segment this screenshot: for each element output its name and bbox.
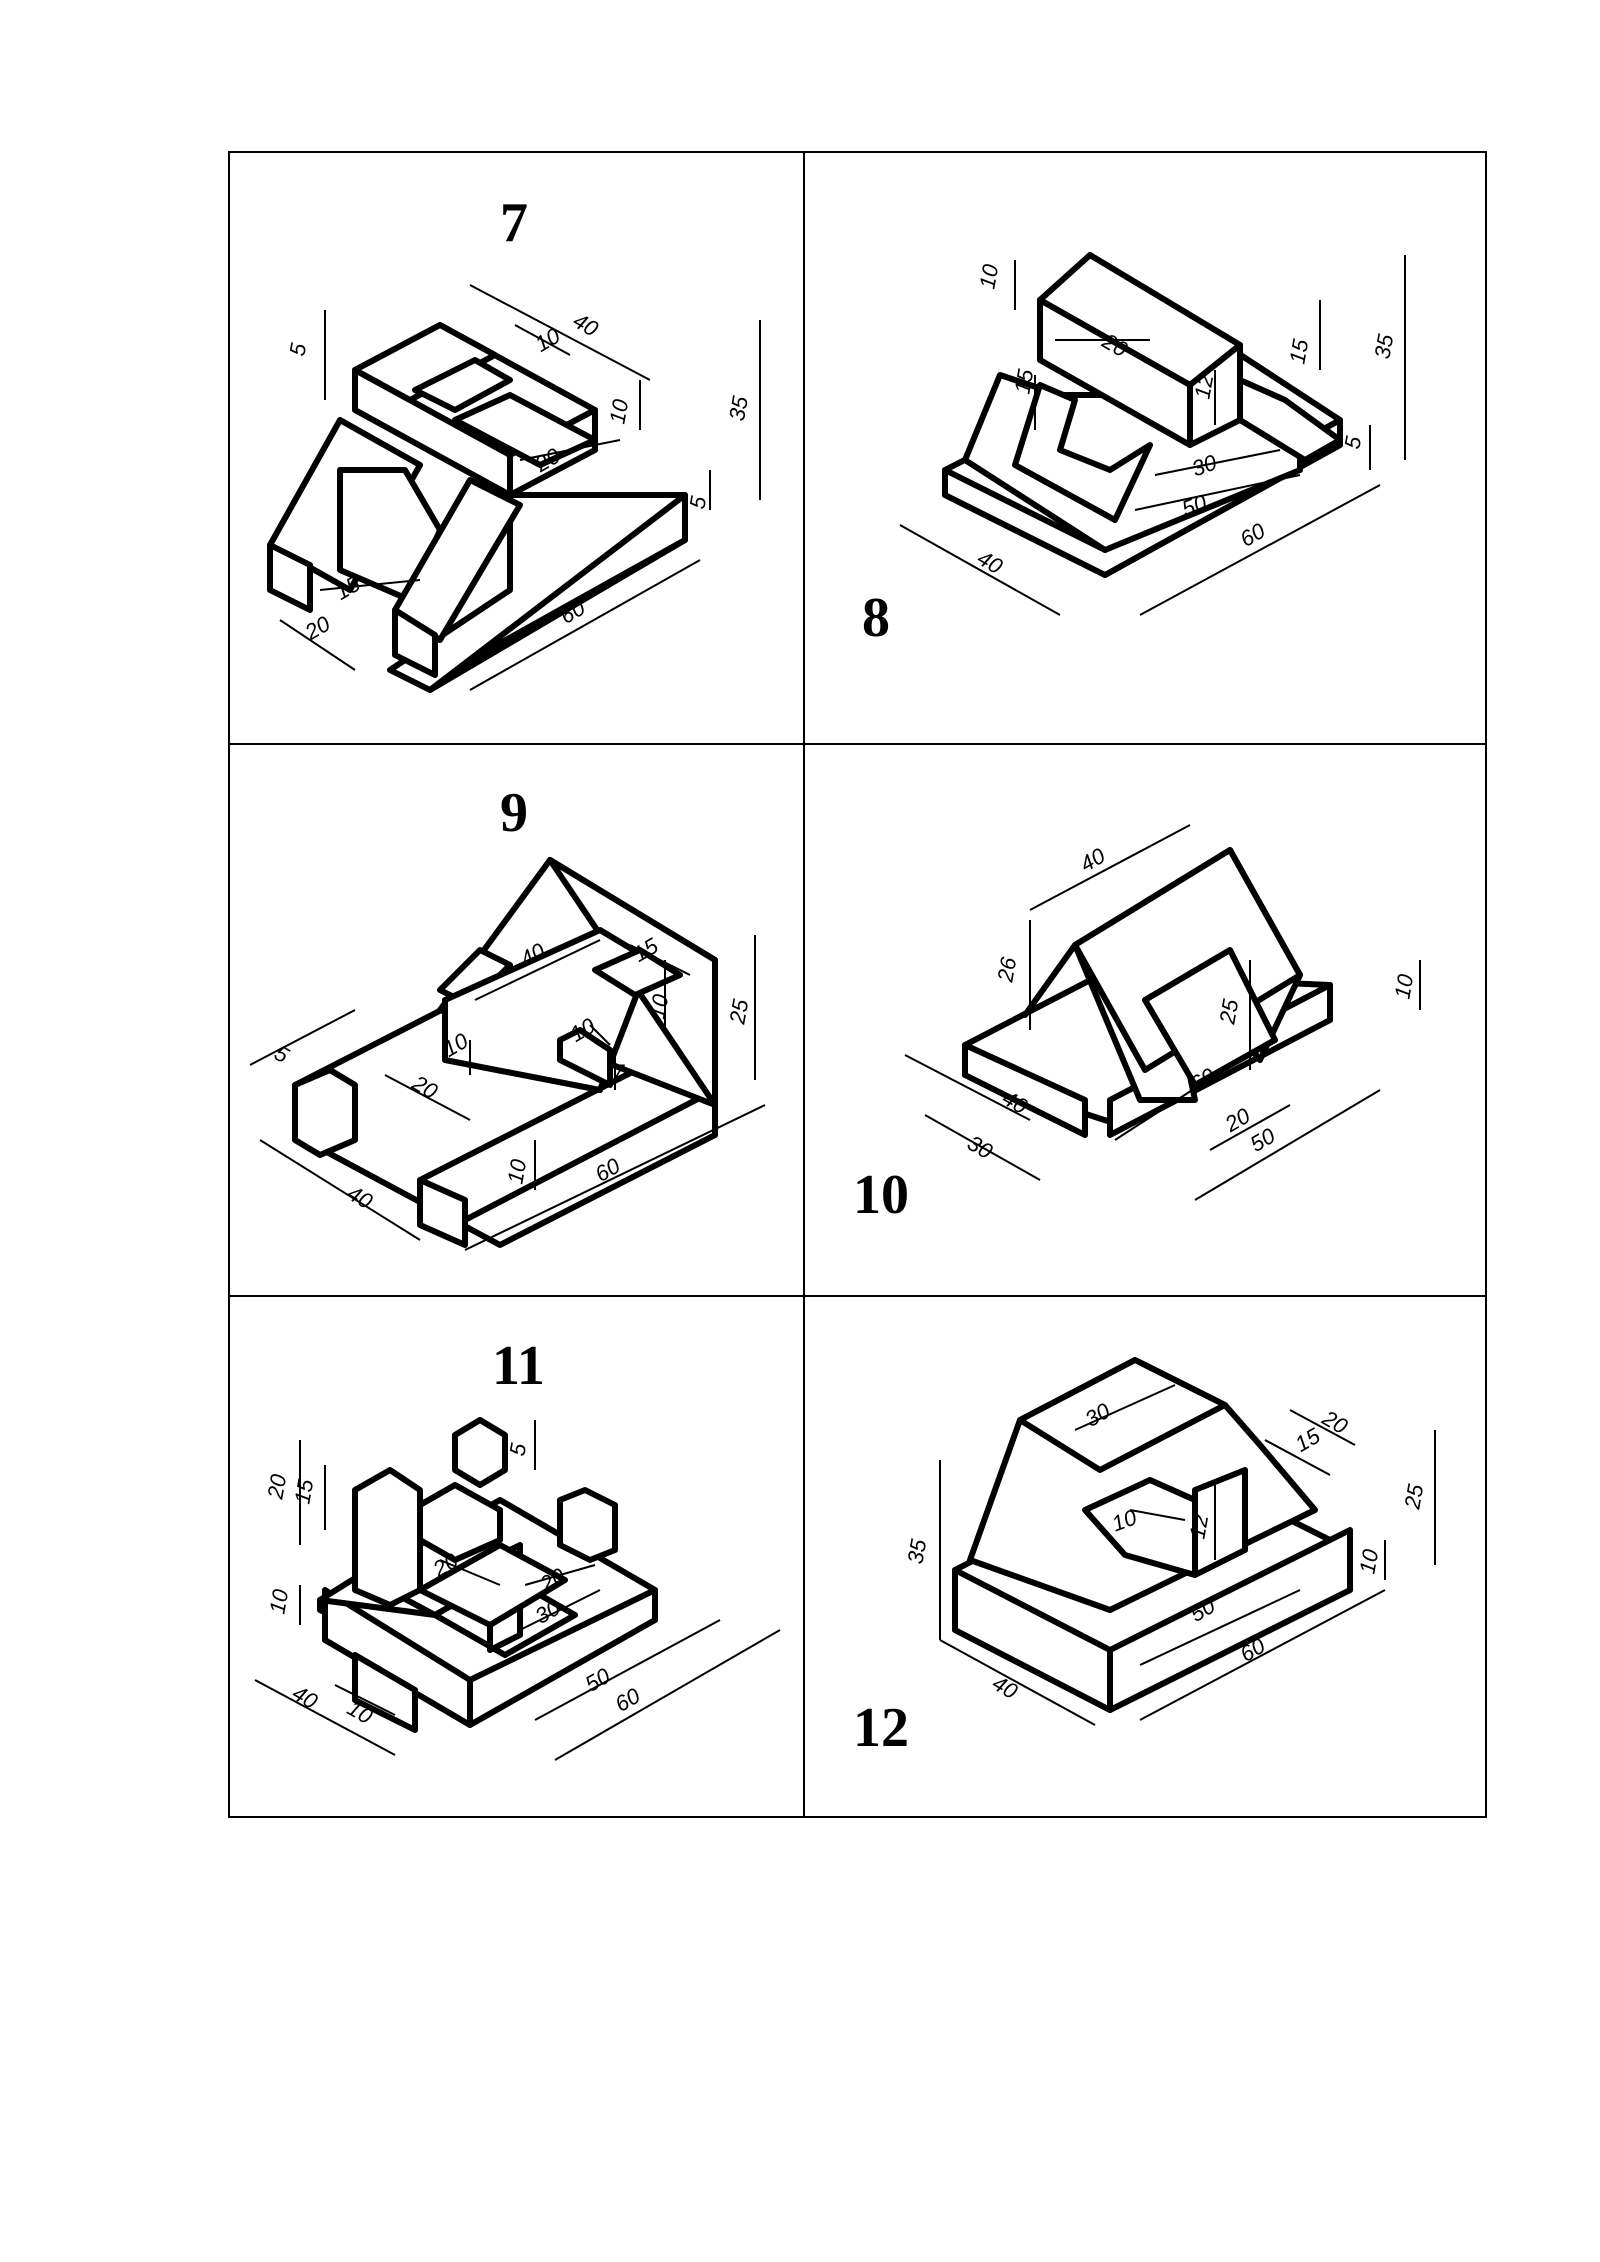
dim-10-3: 25	[1214, 997, 1243, 1027]
dim-12-6: 10	[1354, 1547, 1383, 1576]
dim-10-2: 26	[992, 955, 1021, 985]
dim-7-9: 20	[300, 611, 335, 646]
exercise-number-12: 12	[853, 1697, 909, 1759]
exercise-number-9: 9	[500, 782, 528, 844]
exercise-11-drawing: 20 15 5 20 10 20 30 40 10 50 60	[254, 1417, 781, 1761]
dim-12-7: 12	[1184, 1512, 1213, 1540]
exercise-number-11: 11	[492, 1335, 545, 1397]
exercise-number-7: 7	[500, 192, 528, 254]
dim-7-3: 10	[531, 323, 565, 357]
exercise-10-drawing: 40 26 25 10 40 30 60 20 50	[904, 824, 1421, 1201]
dim-9-11: 10	[502, 1157, 531, 1186]
exercise-8-drawing: 10 20 15 35 15 12 5 30 50 40 60	[899, 252, 1406, 616]
dim-9-5: 25	[724, 997, 753, 1027]
dim-8-10: 40	[973, 545, 1007, 579]
dim-7-4: 35	[724, 394, 753, 423]
dim-9-8: 7	[612, 1060, 625, 1085]
exercise-12-drawing: 30 20 15 25 35 10 12 10 50 40 60	[902, 1357, 1436, 1726]
exercise-9-drawing: 5 40 15 10 25 10 10 7 20 40 10 60	[249, 857, 766, 1251]
dim-11-5: 10	[264, 1587, 293, 1616]
dim-11-8: 40	[288, 1680, 322, 1714]
dim-11-1: 20	[262, 1472, 291, 1502]
dim-7-2: 40	[569, 308, 603, 342]
dim-12-5: 35	[902, 1537, 931, 1566]
dim-12-4: 25	[1399, 1482, 1428, 1512]
dim-8-1: 10	[974, 262, 1003, 291]
dim-7-7: 5	[684, 494, 711, 511]
dim-11-3: 5	[504, 1441, 531, 1458]
exercise-number-10: 10	[853, 1164, 909, 1226]
dim-10-6: 30	[963, 1130, 997, 1164]
dim-8-5: 15	[1009, 367, 1038, 396]
dim-7-1: 5	[284, 341, 311, 358]
dim-9-4: 10	[644, 992, 673, 1021]
grid-frame	[228, 151, 1487, 1818]
dim-8-6: 12	[1189, 372, 1218, 400]
dim-9-1: 5	[270, 1040, 294, 1068]
dim-12-2: 20	[1317, 1405, 1352, 1440]
exercise-number-8: 8	[862, 587, 890, 649]
dim-12-10: 40	[988, 1670, 1022, 1704]
dim-10-4: 10	[1389, 972, 1418, 1001]
dim-7-5: 10	[604, 397, 633, 426]
exercise-7-drawing: 5 40 10 35 10 20 5 15 20 60	[267, 284, 761, 693]
dim-11-2: 15	[289, 1477, 318, 1506]
dim-8-4: 35	[1369, 332, 1398, 361]
dim-8-7: 5	[1339, 434, 1366, 451]
dim-10-1: 40	[1076, 843, 1110, 877]
dim-8-3: 15	[1284, 337, 1313, 366]
